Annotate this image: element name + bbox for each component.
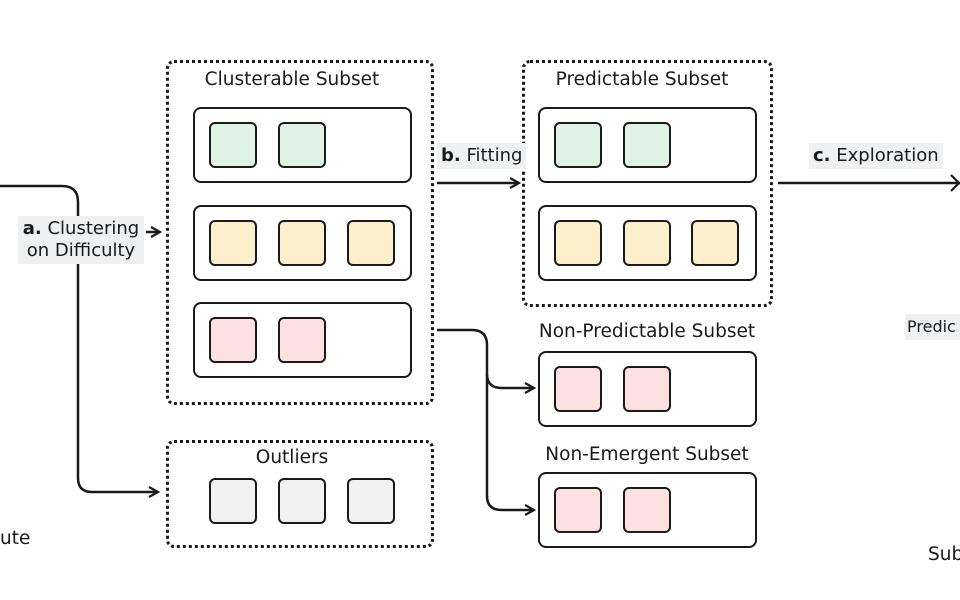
red-sample <box>554 487 602 533</box>
predictable-row-green <box>538 107 757 183</box>
clusterable-subset-title: Clusterable Subset <box>204 69 380 90</box>
non-emergent-row <box>538 472 757 548</box>
green-sample <box>554 122 602 168</box>
gray-sample <box>209 478 257 524</box>
yellow-sample <box>554 220 602 266</box>
input-line <box>0 184 158 492</box>
cluster-row-green <box>193 107 412 183</box>
yellow-sample <box>278 220 326 266</box>
predictable-subset-title: Predictable Subset <box>555 69 729 90</box>
non-predictable-row <box>538 351 757 427</box>
predictable-subset-box <box>522 60 773 307</box>
step-a-label: a. Clustering on Difficulty <box>18 216 144 264</box>
step-c-text: Exploration <box>830 145 939 166</box>
yellow-sample <box>209 220 257 266</box>
step-a-line1: Clustering <box>41 218 140 239</box>
gray-sample <box>278 478 326 524</box>
non-predictable-subset-title: Non-Predictable Subset <box>538 321 756 342</box>
step-c-prefix: c. <box>813 145 831 166</box>
branch-line <box>437 328 534 388</box>
left-edge-text: ute <box>0 528 31 549</box>
cluster-row-red <box>193 302 412 378</box>
non-emergent-subset-title: Non-Emergent Subset <box>545 444 749 465</box>
red-sample <box>209 317 257 363</box>
red-sample <box>623 487 671 533</box>
green-sample <box>623 122 671 168</box>
outliers-title: Outliers <box>255 447 329 468</box>
red-sample <box>278 317 326 363</box>
step-a-line2: on Difficulty <box>26 240 136 261</box>
red-sample <box>623 366 671 412</box>
yellow-sample <box>623 220 671 266</box>
yellow-sample <box>691 220 739 266</box>
red-sample <box>554 366 602 412</box>
step-b-label: b. Fitting <box>437 143 527 169</box>
step-b-prefix: b. <box>441 145 461 166</box>
predictable-row-yellow <box>538 205 757 281</box>
clusterable-subset-box <box>166 60 434 405</box>
yellow-sample <box>347 220 395 266</box>
step-a-prefix: a. <box>22 218 42 239</box>
step-b-text: Fitting <box>460 145 523 166</box>
green-sample <box>278 122 326 168</box>
gray-sample <box>347 478 395 524</box>
right-edge-text: Sub <box>928 544 960 565</box>
right-edge-tag: Predic <box>905 314 960 340</box>
outliers-box <box>166 440 434 548</box>
green-sample <box>209 122 257 168</box>
step-c-label: c. Exploration <box>809 143 943 169</box>
cluster-row-yellow <box>193 205 412 281</box>
right-edge-tag-text: Predic <box>907 317 956 336</box>
